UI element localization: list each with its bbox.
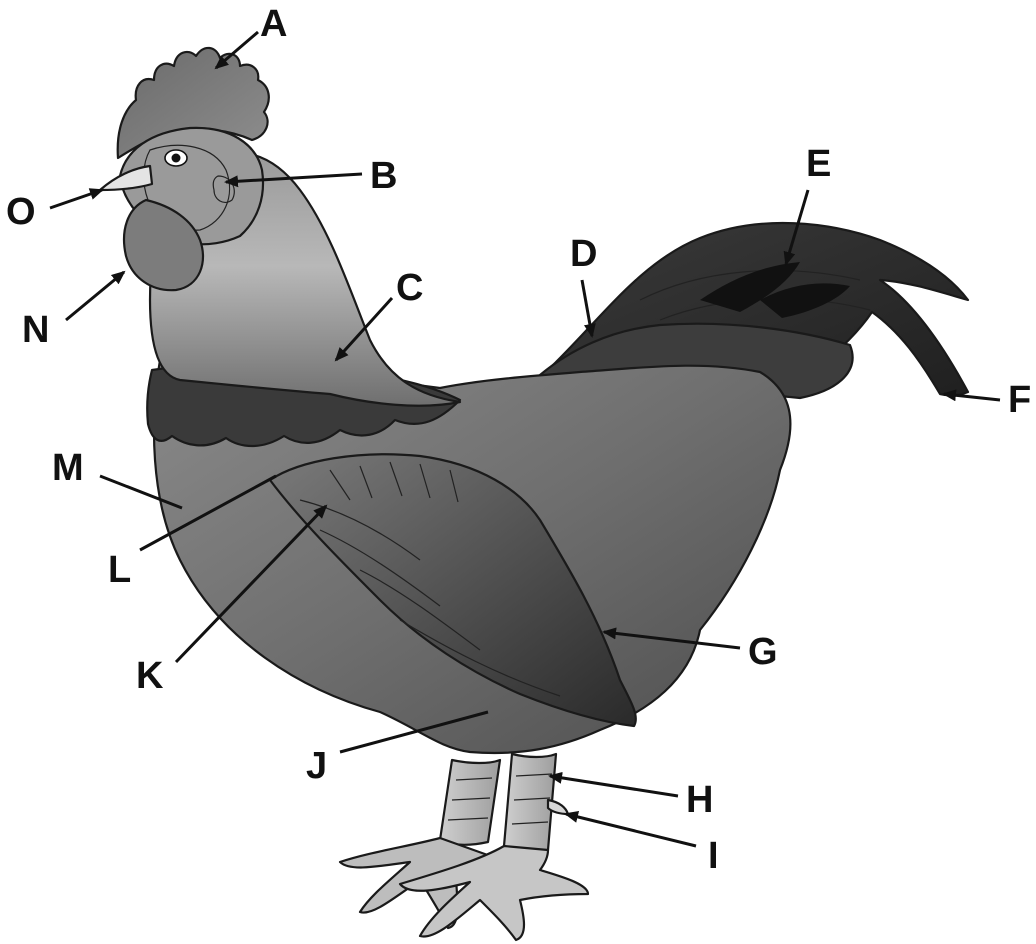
callout-h: H [686, 779, 713, 821]
callout-j: J [306, 745, 327, 787]
callout-g: G [748, 631, 778, 673]
leader-o [50, 190, 102, 208]
callout-f: F [1008, 379, 1031, 421]
callout-o: O [6, 191, 36, 233]
callout-d: D [570, 233, 597, 275]
leader-i [566, 814, 696, 846]
callout-a: A [260, 3, 287, 45]
leader-d [582, 280, 592, 336]
callout-i: I [708, 835, 719, 877]
callout-l: L [108, 549, 131, 591]
leader-n [66, 272, 124, 320]
callout-n: N [22, 309, 49, 351]
callout-b: B [370, 155, 397, 197]
callout-c: C [396, 267, 423, 309]
leader-h [550, 776, 678, 796]
callout-k: K [136, 655, 164, 697]
leader-f [944, 394, 1000, 400]
callout-m: M [52, 447, 84, 489]
callout-e: E [806, 143, 831, 185]
legs [340, 754, 588, 940]
